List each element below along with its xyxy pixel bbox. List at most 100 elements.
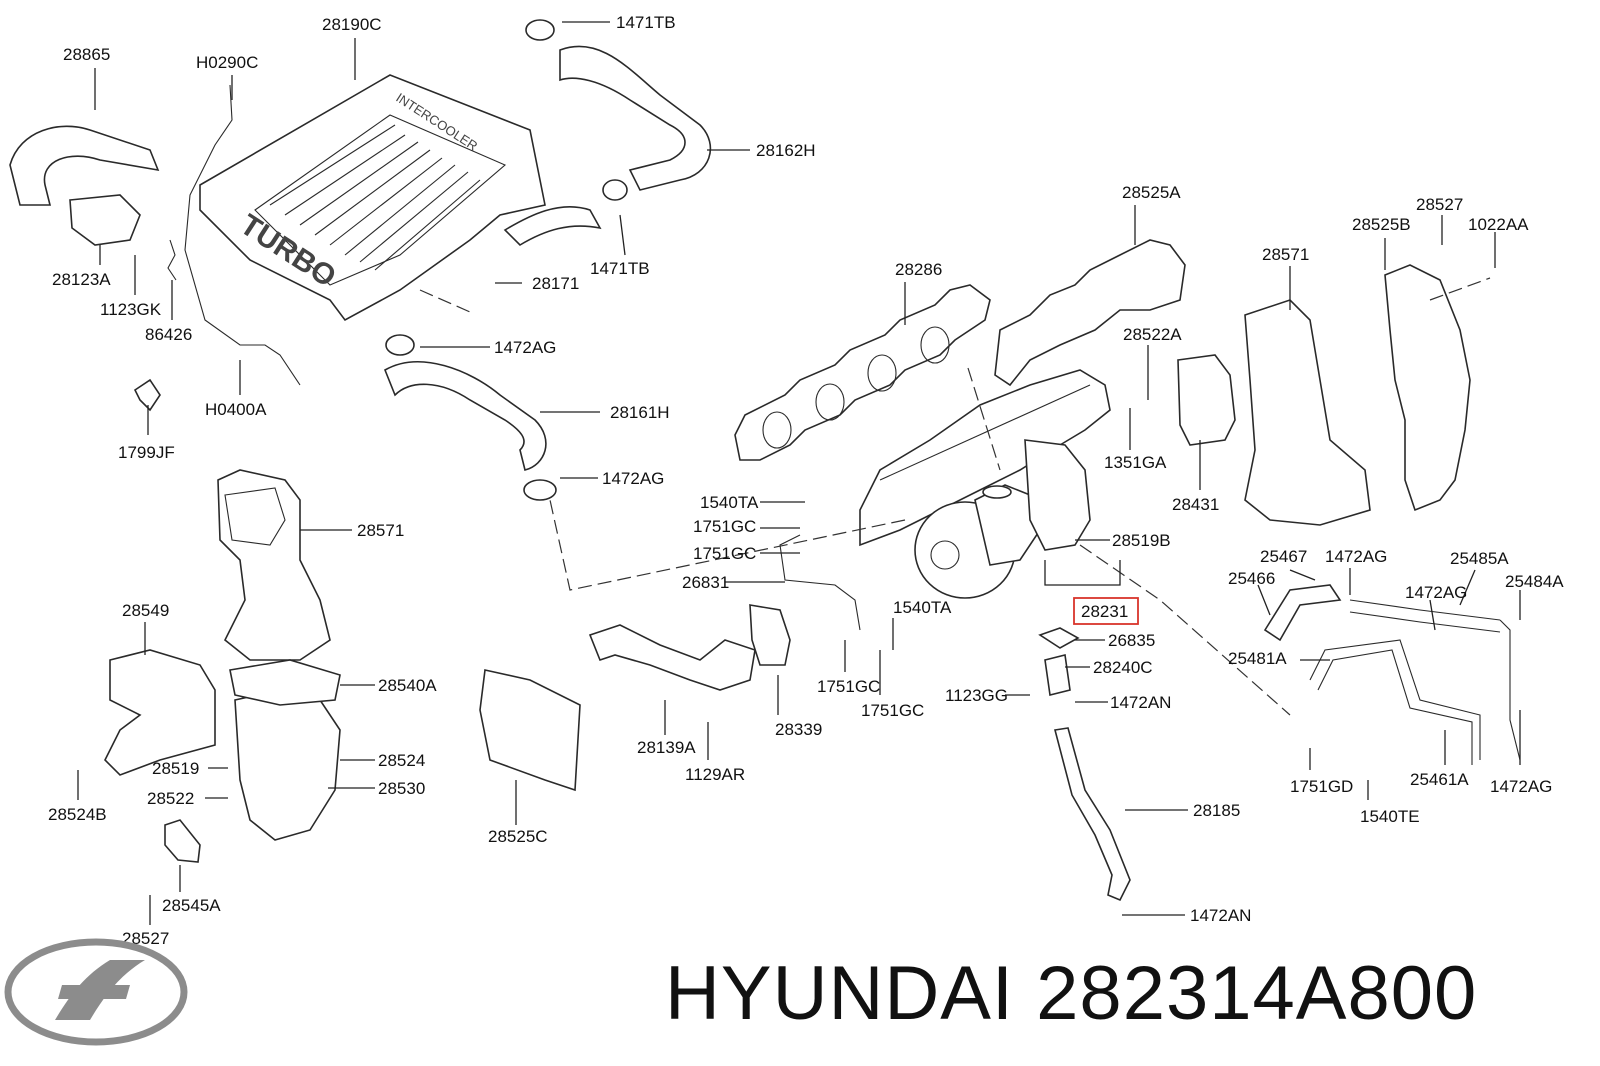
ref-line-5 [419, 289, 471, 313]
part-label: 1540TA [893, 598, 952, 617]
part-label: 1022AA [1468, 215, 1529, 234]
pipe-28139a [588, 624, 756, 691]
part-label: 1472AN [1110, 693, 1171, 712]
heat-shield-28525a [994, 239, 1186, 387]
hose-28161h [383, 361, 547, 471]
bracket-28545a [164, 819, 201, 863]
part-label: 26835 [1108, 631, 1155, 650]
part-label: 28139A [637, 738, 696, 757]
part-label: 1472AG [494, 338, 556, 357]
hose-28162h [559, 45, 712, 191]
part-label: 28530 [378, 779, 425, 798]
part-label: 86426 [145, 325, 192, 344]
gasket-26835 [1038, 627, 1080, 649]
part-label: 28519B [1112, 531, 1171, 550]
part-label: 1471TB [616, 13, 676, 32]
part-label: 25467 [1260, 547, 1307, 566]
part-label: 1472AG [1490, 777, 1552, 796]
part-label: 1123GG [945, 686, 1008, 705]
hose-28865 [9, 125, 160, 206]
part-label: 1540TA [700, 493, 759, 512]
part-label: 28431 [1172, 495, 1219, 514]
clip-1799jf [133, 378, 161, 412]
part-label: 28190C [322, 15, 382, 34]
highlighted-part-label: 28231 [1081, 602, 1128, 621]
ref-line-3 [1079, 544, 1291, 716]
part-label: 25461A [1410, 770, 1469, 789]
pipe-28171 [503, 206, 602, 247]
part-label: 1123GK [100, 300, 162, 319]
hyundai-logo [4, 938, 188, 1046]
part-label: 28161H [610, 403, 670, 422]
heat-shield-28549 [104, 649, 216, 776]
part-label: 28522A [1123, 325, 1182, 344]
part-label: 28171 [532, 274, 579, 293]
part-label: 28545A [162, 896, 221, 915]
part-label: 28525B [1352, 215, 1411, 234]
oil-feed-26831 [779, 534, 861, 631]
part-label: 28525A [1122, 183, 1181, 202]
highlight-box-28231 [1073, 597, 1139, 625]
part-label: 28549 [122, 601, 169, 620]
part-labels: 28865 H0290C 28190C 1471TB 28162H 28123A… [48, 13, 1564, 948]
part-label: 28286 [895, 260, 942, 279]
part-label: H0290C [196, 53, 258, 72]
elbow-28571-right [1244, 299, 1371, 526]
part-label: 28162H [756, 141, 816, 160]
leader-lines [77, 21, 1521, 925]
gasket-28339 [749, 604, 791, 666]
part-label: 1472AG [1325, 547, 1387, 566]
part-label: 1751GC [693, 517, 756, 536]
part-label: 1471TB [590, 259, 650, 278]
part-label: 1129AR [685, 765, 745, 784]
part-label: 25466 [1228, 569, 1275, 588]
part-label: 1751GC [861, 701, 924, 720]
part-label: 28540A [378, 676, 437, 695]
part-label: H0400A [205, 400, 267, 419]
hose-h0290c [184, 84, 301, 386]
part-label: 25485A [1450, 549, 1509, 568]
downpipe-28571 [217, 469, 331, 661]
catalyst-28530 [234, 689, 341, 841]
part-label: 28527 [1416, 195, 1463, 214]
part-label: 1751GC [693, 544, 756, 563]
bracket-28525c [479, 669, 581, 792]
part-label: 28865 [63, 45, 110, 64]
part-label: 28524B [48, 805, 107, 824]
intercooler-part: TURBO INTERCOOLER [199, 74, 546, 322]
exhaust-manifold [859, 369, 1111, 547]
part-label: 1799JF [118, 443, 175, 462]
part-label: 1540TE [1360, 807, 1420, 826]
coolant-pipes-25461a [1263, 584, 1521, 765]
gasket-28431 [1177, 354, 1236, 446]
part-label: 28522 [147, 789, 194, 808]
part-label: 28123A [52, 270, 111, 289]
part-label: 28240C [1093, 658, 1153, 677]
part-label: 28185 [1193, 801, 1240, 820]
clamp-1472ag-a [385, 334, 415, 356]
ref-line-4 [1429, 277, 1491, 301]
oil-return-28185 [1054, 727, 1131, 902]
clamp-1471tb-top [525, 19, 555, 41]
turbocharger-28231 [914, 439, 1091, 599]
part-label: 1751GD [1290, 777, 1353, 796]
clamp-1471tb [602, 179, 628, 201]
clip-86426 [167, 239, 177, 281]
part-label: 28525C [488, 827, 548, 846]
part-label: 25481A [1228, 649, 1287, 668]
part-label: 28571 [1262, 245, 1309, 264]
gasket-28540a [229, 659, 341, 706]
part-label: 28339 [775, 720, 822, 739]
clamp-1472ag-b [523, 479, 557, 501]
part-label: 1351GA [1104, 453, 1167, 472]
ref-line-2 [549, 499, 906, 591]
ref-line-1 [967, 367, 1001, 471]
part-label: 1751GC [817, 677, 880, 696]
part-label: 1472AN [1190, 906, 1251, 925]
part-label: 28524 [378, 751, 425, 770]
part-label: 1472AG [1405, 583, 1467, 602]
heat-shield-28525b [1384, 264, 1471, 512]
part-label: 26831 [682, 573, 729, 592]
part-label: 25484A [1505, 572, 1564, 591]
